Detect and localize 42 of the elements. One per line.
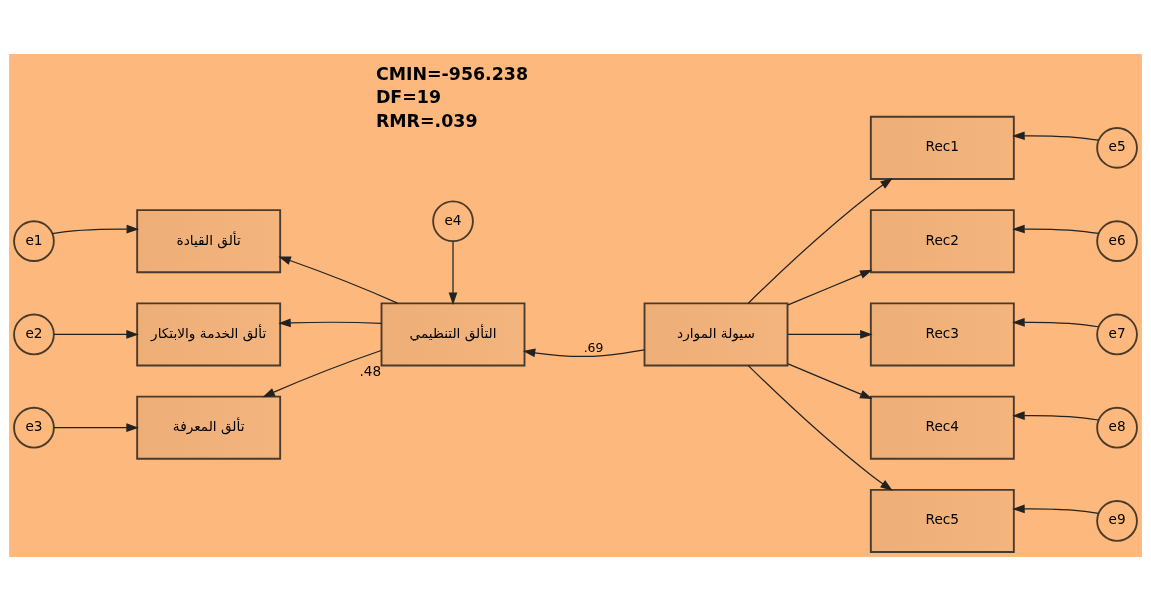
arrow <box>262 349 382 397</box>
label: RMR=.039 <box>375 110 478 131</box>
arrow <box>747 177 893 304</box>
node-box: تألق القيادة <box>136 208 282 273</box>
node-label: .48 <box>359 362 382 379</box>
node-circle: e4 <box>432 199 474 242</box>
node-box: Rec2 <box>869 208 1015 273</box>
arrow <box>747 364 893 491</box>
arrow <box>787 269 873 305</box>
arrow <box>1012 224 1099 234</box>
node-box: تألق المعرفة <box>136 395 282 460</box>
node-box: تألق الخدمة والابتكار <box>136 301 282 366</box>
node-box: Rec5 <box>869 488 1015 553</box>
arrow <box>1012 130 1099 141</box>
arrow <box>51 224 139 234</box>
node-circle: e8 <box>1096 406 1138 448</box>
node-circle: e1 <box>13 219 55 262</box>
arrow <box>787 329 873 339</box>
node-circle: e2 <box>13 313 55 355</box>
node-circle: e6 <box>1096 219 1138 262</box>
arrow <box>787 362 873 399</box>
arrow <box>1012 503 1099 514</box>
node-circle: e9 <box>1096 499 1138 542</box>
arrow <box>278 256 399 304</box>
node-circle: e5 <box>1096 126 1138 169</box>
arrow <box>522 348 645 357</box>
arrow <box>1012 317 1099 327</box>
node-circle: e3 <box>13 406 55 448</box>
node-box: التألق التنظيمي <box>380 301 526 366</box>
label: DF=19 <box>375 86 442 107</box>
node-box: Rec3 <box>869 301 1015 366</box>
node-circle: e7 <box>1096 313 1138 355</box>
label: CMIN=-956.238 <box>375 63 529 84</box>
node-box: سيولة الموارد <box>643 301 789 366</box>
arrow <box>53 329 139 339</box>
arrow <box>53 422 139 432</box>
arrow <box>1012 410 1099 421</box>
arrow <box>448 240 458 305</box>
arrow <box>278 318 382 327</box>
edge-label: .69 <box>583 339 604 355</box>
node-box: Rec4 <box>869 395 1015 460</box>
node-box: Rec1 <box>869 115 1015 180</box>
